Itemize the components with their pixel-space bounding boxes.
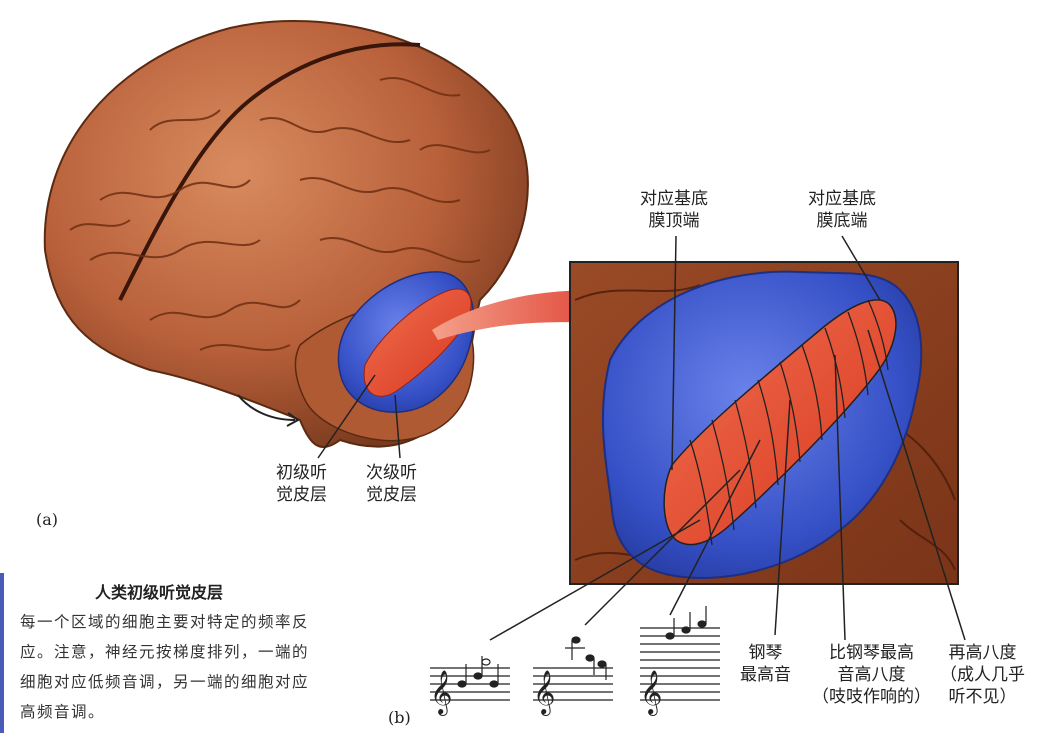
apex-label-line1: 对应基底	[640, 189, 708, 209]
caption-title: 人类初级听觉皮层	[94, 583, 223, 602]
staff-low: 𝄞	[430, 656, 510, 716]
svg-text:𝄞: 𝄞	[533, 670, 555, 716]
higher-label-line1: 再高八度	[948, 643, 1017, 663]
svg-text:𝄞: 𝄞	[430, 670, 452, 716]
higher-octave-label: 再高八度 （成人几乎 听不见）	[940, 642, 1025, 708]
octave-label-line2: 音高八度	[837, 665, 906, 685]
caption-body: 每一个区域的细胞主要对特定的频率反应。注意，神经元按梯度排列，一端的细胞对应低频…	[20, 613, 310, 721]
piano-label-line1: 钢琴	[748, 643, 783, 663]
octave-label-line3: （吱吱作响的）	[812, 687, 931, 707]
base-label-line1: 对应基底	[808, 189, 876, 209]
panel-b-tag: (b)	[388, 708, 411, 727]
octave-label: 比钢琴最高 音高八度 （吱吱作响的）	[812, 642, 931, 708]
base-label: 对应基底 膜底端	[808, 188, 876, 232]
apex-label-line2: 膜顶端	[648, 211, 700, 231]
secondary-label-line1: 次级听	[366, 463, 417, 483]
apex-label: 对应基底 膜顶端	[640, 188, 708, 232]
svg-text:𝄞: 𝄞	[640, 670, 662, 716]
base-label-line2: 膜底端	[816, 211, 868, 231]
brain-illustration	[43, 20, 529, 459]
primary-label-line1: 初级听	[276, 463, 327, 483]
primary-cortex-label: 初级听 觉皮层	[276, 462, 327, 506]
octave-label-line1: 比钢琴最高	[829, 643, 914, 663]
higher-label-line2: （成人几乎	[940, 665, 1025, 685]
staff-mid: 𝄞	[533, 636, 613, 716]
panel-a-tag: (a)	[36, 510, 59, 529]
higher-label-line3: 听不见）	[948, 687, 1017, 707]
caption-box: 人类初级听觉皮层 每一个区域的细胞主要对特定的频率反应。注意，神经元按梯度排列，…	[0, 573, 334, 733]
zoom-panel	[569, 235, 959, 585]
secondary-cortex-label: 次级听 觉皮层	[366, 462, 417, 506]
pointer-lines	[489, 329, 966, 641]
primary-label-line2: 觉皮层	[276, 485, 327, 505]
secondary-label-line2: 觉皮层	[366, 485, 417, 505]
piano-label-line2: 最高音	[740, 665, 791, 685]
zoom-primary-cortex	[663, 299, 897, 546]
staff-high: 𝄞	[640, 606, 720, 716]
piano-top-label: 钢琴 最高音	[740, 642, 791, 686]
